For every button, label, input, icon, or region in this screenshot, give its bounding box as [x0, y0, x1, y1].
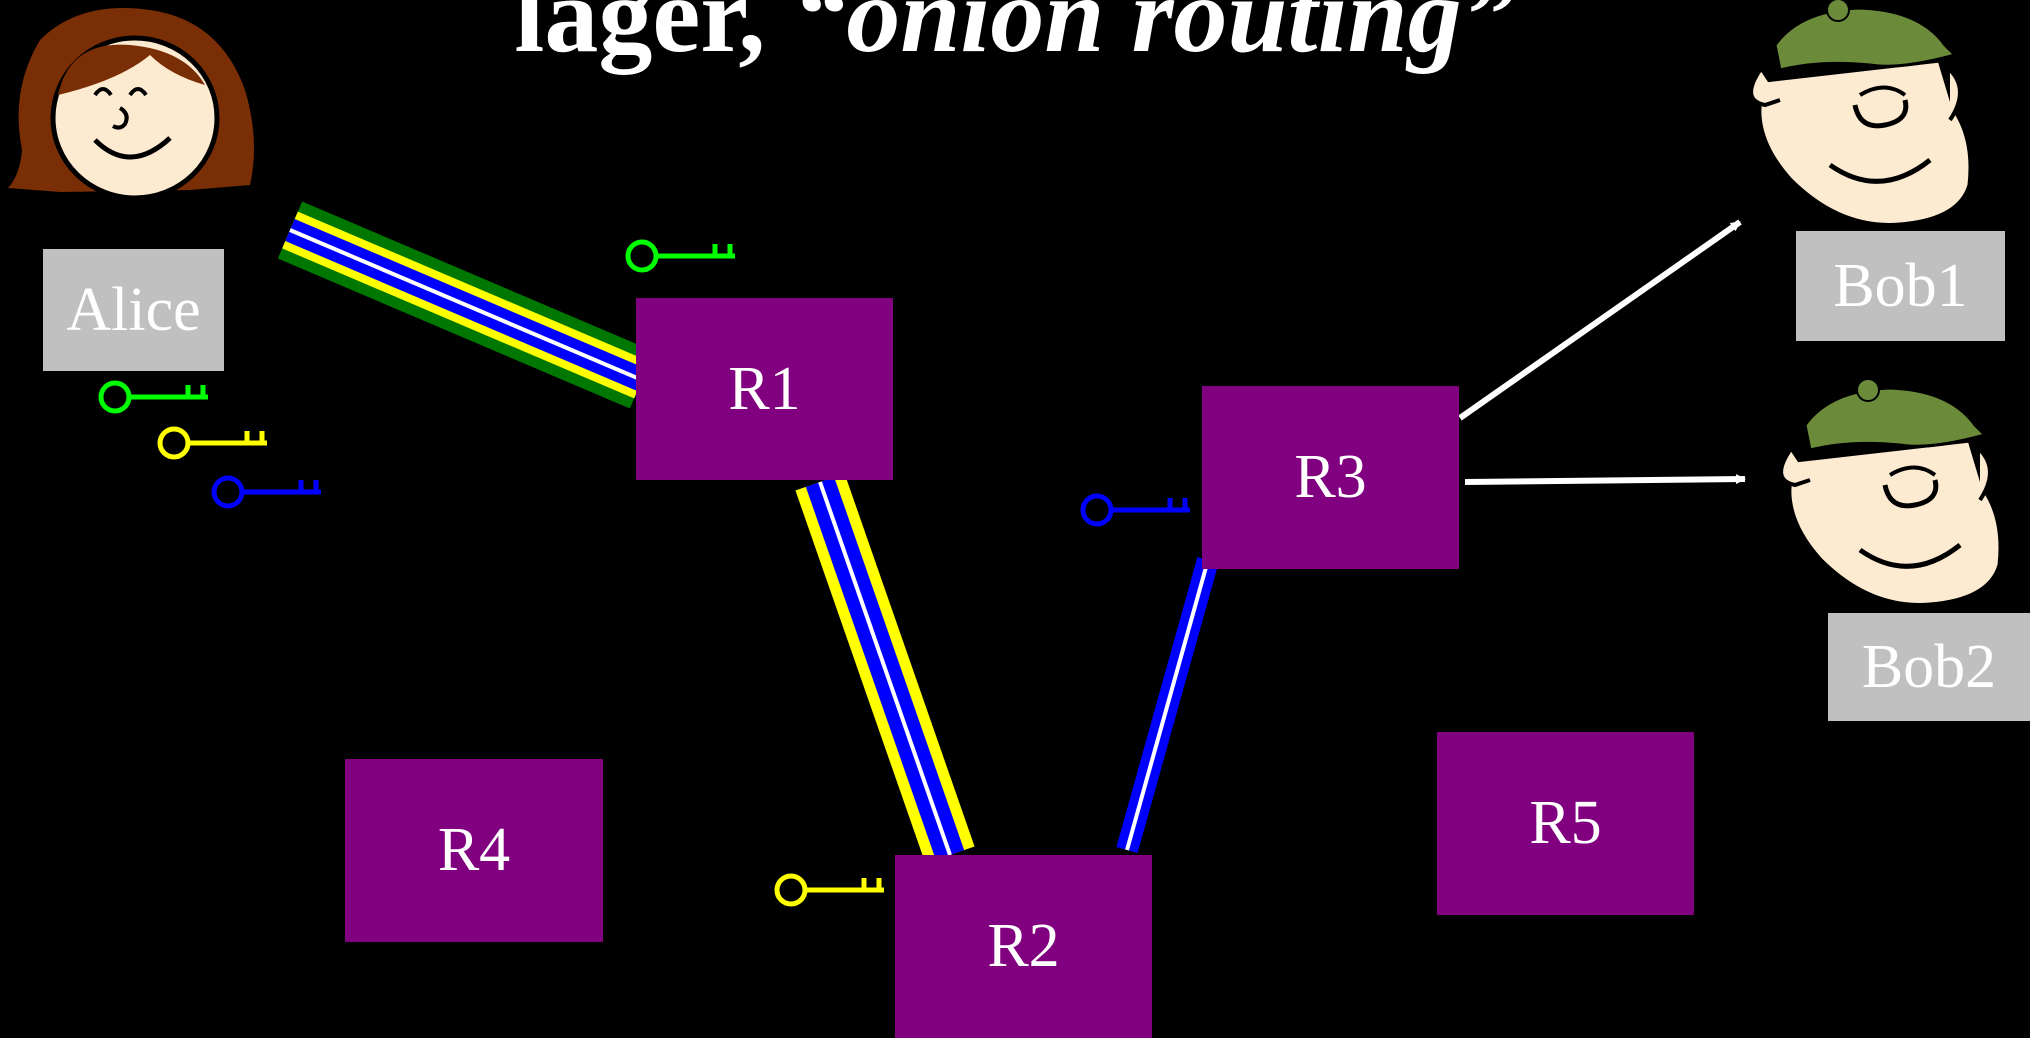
yellow-key-icon: [774, 873, 884, 907]
bob2-avatar: [1779, 378, 2004, 608]
yellow-key-icon: [157, 426, 267, 460]
bob2-label: Bob2: [1828, 613, 2030, 721]
tunnel-r2-r3: [1116, 557, 1219, 853]
alice-avatar: [8, 8, 254, 201]
tunnel-alice-r1: [277, 201, 655, 409]
router-r5: R5: [1437, 732, 1694, 915]
router-r3: R3: [1202, 386, 1459, 569]
router-r2: R2: [895, 855, 1152, 1038]
bob1-avatar: [1749, 0, 1974, 228]
bob1-label: Bob1: [1796, 231, 2005, 341]
tunnel-r1-r2: [795, 473, 975, 864]
blue-key-icon: [211, 475, 321, 509]
slide-title: lager, “onion routing”: [514, 0, 1516, 75]
arrow-r3-bob1: [1458, 219, 1742, 421]
green-key-icon: [625, 239, 735, 273]
arrow-r3-bob2: [1464, 474, 1746, 485]
blue-key-icon: [1080, 493, 1190, 527]
router-r1: R1: [636, 298, 893, 480]
router-r4: R4: [345, 759, 603, 942]
green-key-icon: [98, 380, 208, 414]
alice-label: Alice: [43, 249, 224, 371]
